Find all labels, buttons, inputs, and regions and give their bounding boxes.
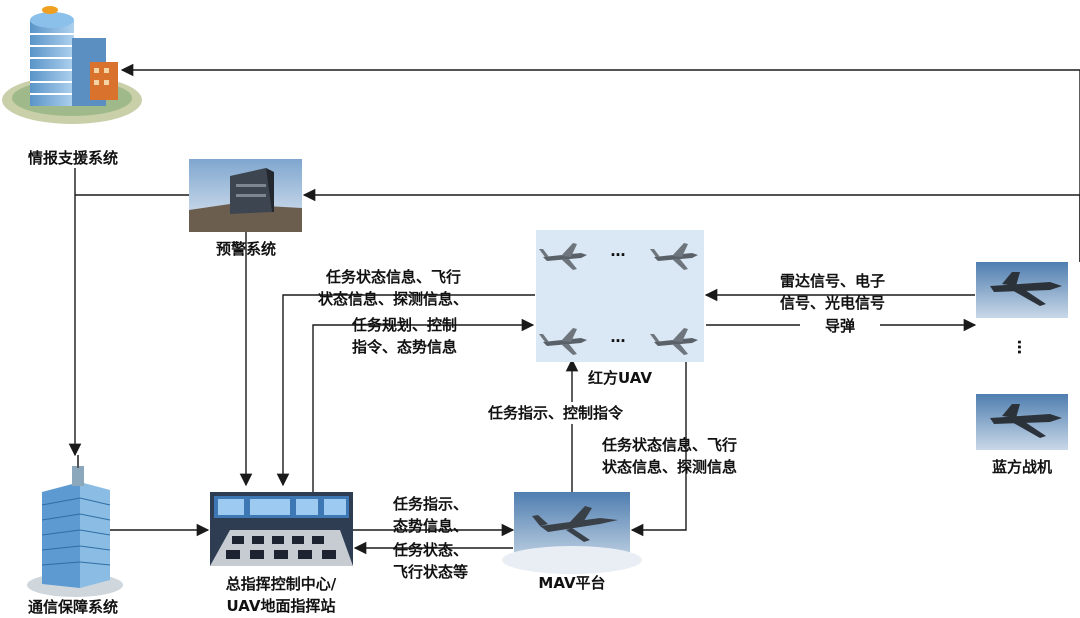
connectors xyxy=(68,63,1080,555)
uav-jet-icon xyxy=(650,243,698,270)
blue-aircraft-image-1 xyxy=(976,262,1068,318)
uav-ellipsis-bottom: … xyxy=(610,328,626,346)
edge-label-missile: 导弹 xyxy=(800,315,880,337)
red-uav-label: 红方UAV xyxy=(588,369,652,387)
edge-label-blue-to-red-2: 信号、光电信号 xyxy=(780,294,886,312)
comms-system-label: 通信保障系统 xyxy=(27,598,118,616)
uav-ellipsis-top: … xyxy=(610,242,626,260)
edge-label-command-to-mav-1: 任务指示、 xyxy=(393,495,469,513)
blue-aircraft-image-2 xyxy=(976,394,1068,450)
uav-jet-icon xyxy=(650,328,698,355)
command-center-label-1: 总指挥控制中心/ xyxy=(225,575,337,593)
uav-jet-icon xyxy=(539,243,587,270)
edge-label-command-to-uav-2: 指令、态势信息 xyxy=(352,338,458,356)
edge-uav-to-command xyxy=(276,294,535,487)
edge-label-command-to-uav-1: 任务规划、控制 xyxy=(352,316,458,334)
mav-image xyxy=(502,492,642,574)
uav-jet-icon xyxy=(539,328,587,355)
edge-uav-to-mav xyxy=(630,360,687,537)
edge-label-uav-to-command-2: 状态信息、探测信息、 xyxy=(318,290,469,308)
edge-label-command-to-mav-2: 态势信息、 xyxy=(393,517,469,535)
edge-label-uav-to-mav-2: 状态信息、探测信息 xyxy=(602,458,738,476)
mav-platform-label: MAV平台 xyxy=(538,574,606,592)
edge-label-uav-to-mav-1: 任务状态信息、飞行 xyxy=(602,436,738,454)
intel-building-image xyxy=(2,6,142,124)
intel-system-label: 情报支援系统 xyxy=(27,149,118,167)
edge-label-mav-to-command-2: 飞行状态等 xyxy=(393,563,469,581)
command-center-label-2: UAV地面指挥站 xyxy=(226,597,336,615)
command-center-image xyxy=(210,492,353,566)
warning-radar-image xyxy=(189,159,302,232)
edge-label-mav-to-command-1: 任务状态、 xyxy=(393,541,469,559)
edge-label-uav-to-command-1: 任务状态信息、飞行 xyxy=(326,268,462,286)
edge-blue-to-intel xyxy=(120,63,1080,262)
blue-ellipsis: … xyxy=(1014,339,1032,355)
edge-blue-to-warning xyxy=(302,188,1080,262)
comms-building-image xyxy=(27,455,123,597)
edge-command-to-uav xyxy=(312,318,535,492)
blue-fighter-label: 蓝方战机 xyxy=(991,458,1052,476)
edge-label-blue-to-red-1: 雷达信号、电子 xyxy=(780,272,886,290)
warning-system-label: 预警系统 xyxy=(215,240,276,258)
edge-label-mav-to-uav: 任务指示、控制指令 xyxy=(488,402,624,424)
